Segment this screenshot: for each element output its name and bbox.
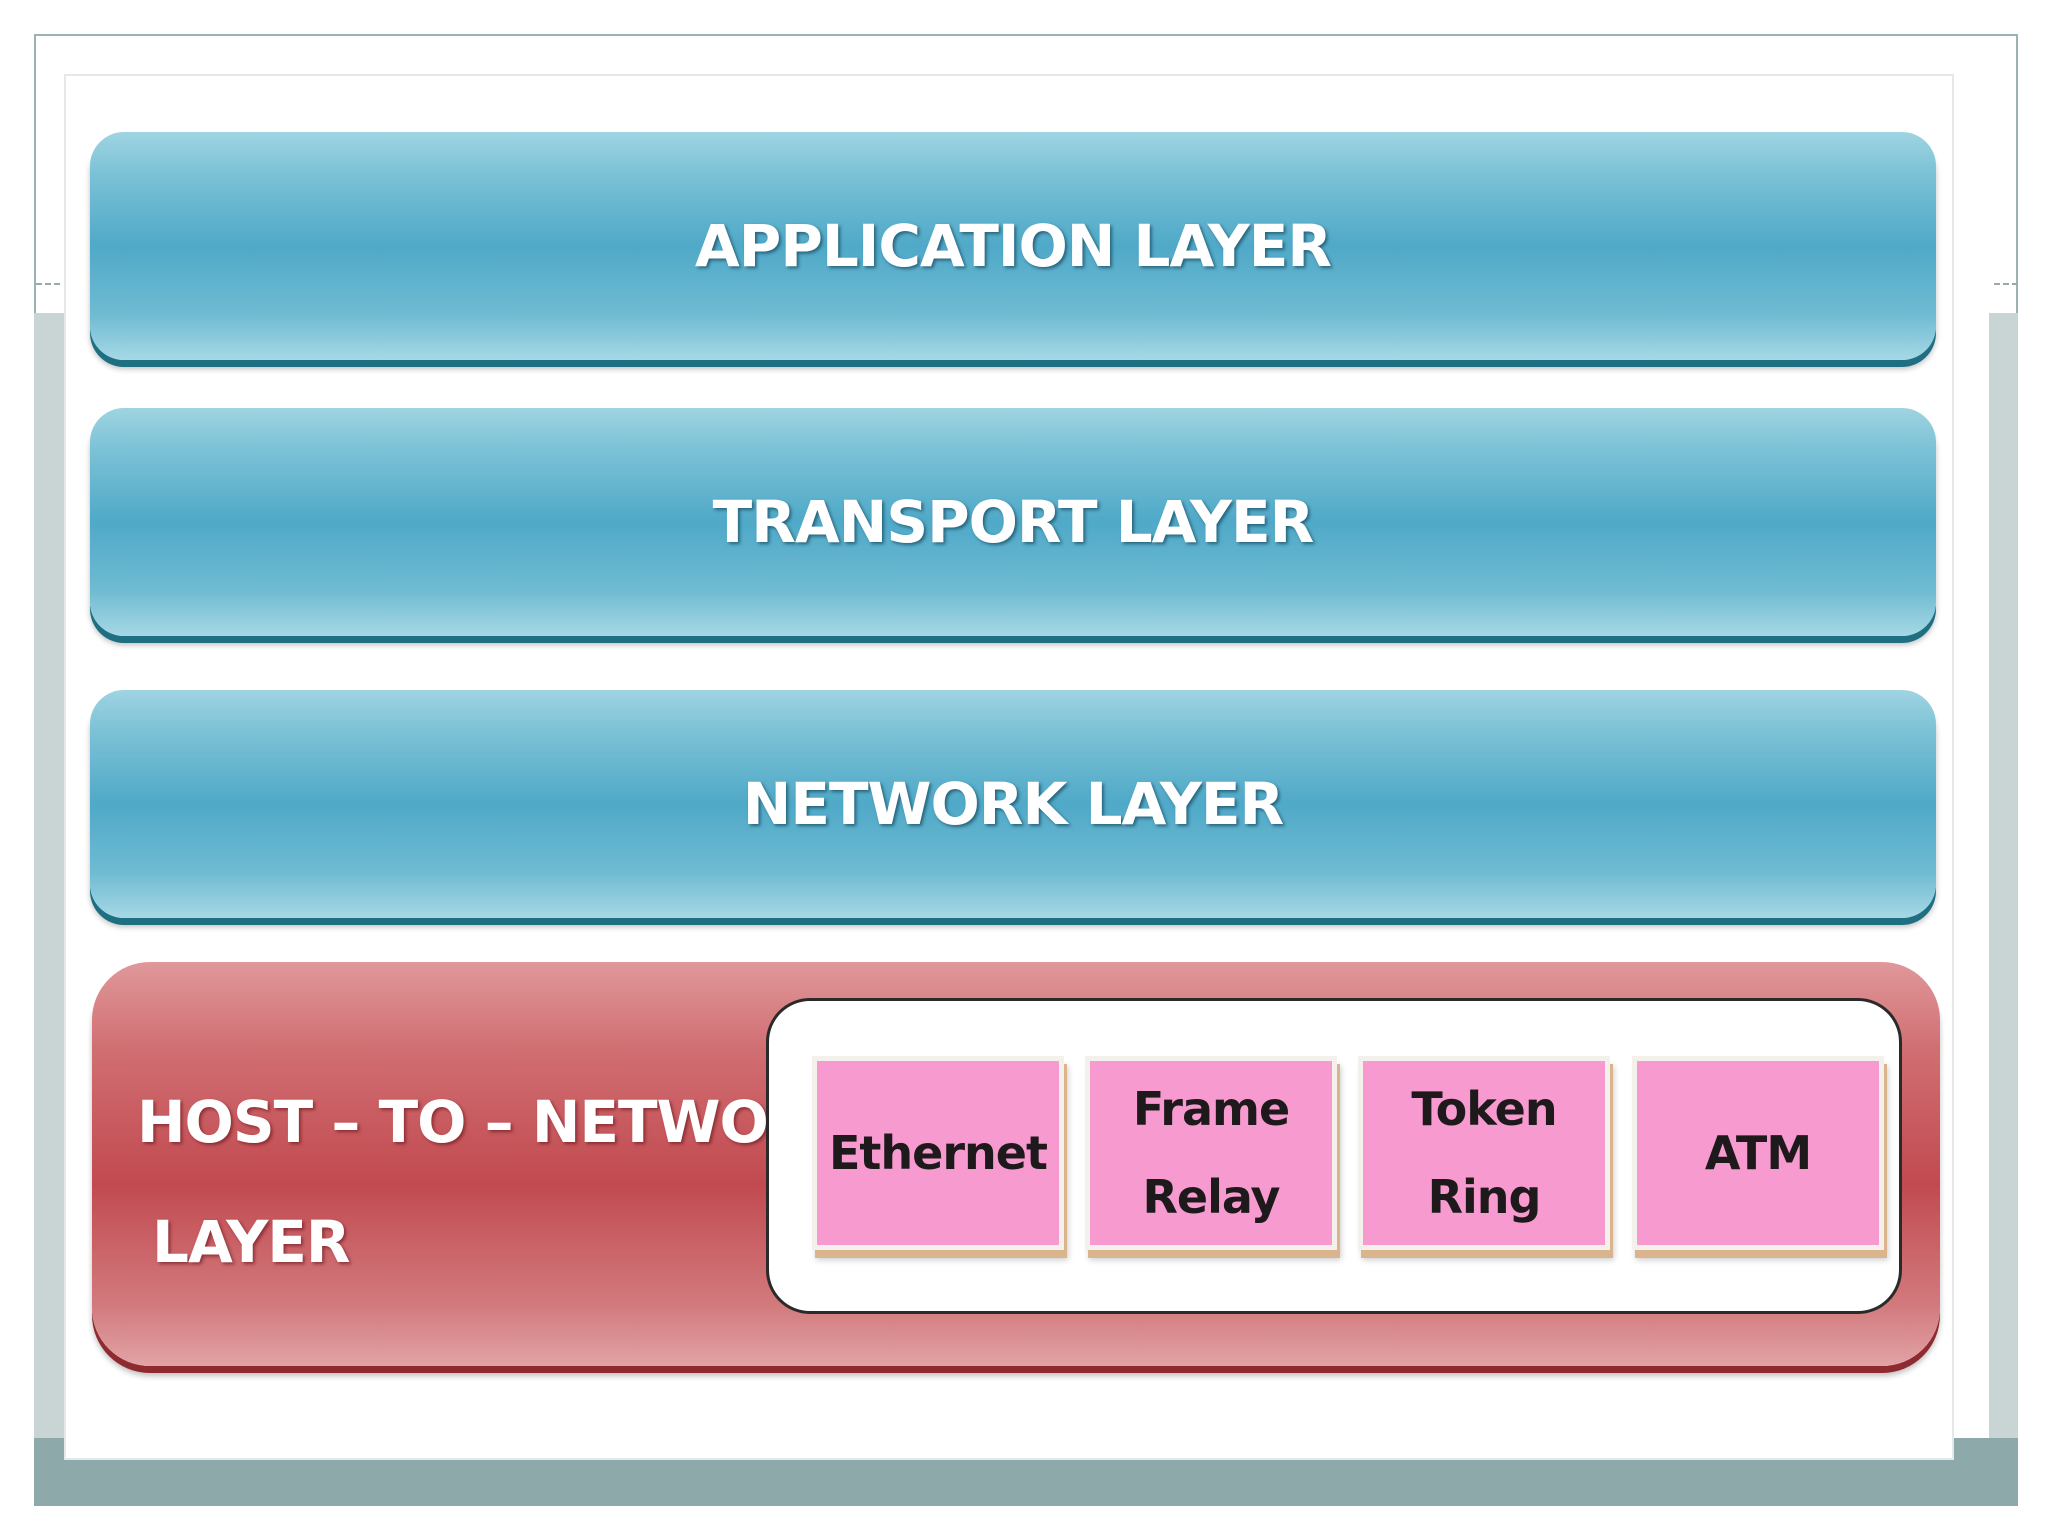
protocol-label: Ethernet — [829, 1126, 1048, 1180]
slide-dash-left — [36, 283, 60, 285]
application-layer-label: APPLICATION LAYER — [694, 212, 1332, 280]
protocol-atm: ATM — [1632, 1056, 1884, 1250]
network-layer: NETWORK LAYER — [90, 690, 1936, 918]
transport-layer: TRANSPORT LAYER — [90, 408, 1936, 636]
protocol-token-ring: Token Ring — [1358, 1056, 1610, 1250]
host-to-network-label-line2: LAYER — [152, 1208, 351, 1276]
transport-layer-label: TRANSPORT LAYER — [712, 488, 1315, 556]
network-layer-label: NETWORK LAYER — [742, 770, 1284, 838]
protocol-label: ATM — [1704, 1126, 1812, 1180]
protocol-ethernet: Ethernet — [812, 1056, 1064, 1250]
host-to-network-label-line1: HOST – TO – NETWORK — [137, 1088, 856, 1156]
slide-side-band-right — [1989, 313, 2018, 1493]
protocol-label: Frame Relay — [1132, 1082, 1290, 1224]
protocol-frame-relay: Frame Relay — [1085, 1056, 1337, 1250]
slide-side-band-left — [34, 313, 64, 1493]
slide-dash-right — [1994, 283, 2018, 285]
protocol-label: Token Ring — [1411, 1082, 1557, 1224]
application-layer: APPLICATION LAYER — [90, 132, 1936, 360]
